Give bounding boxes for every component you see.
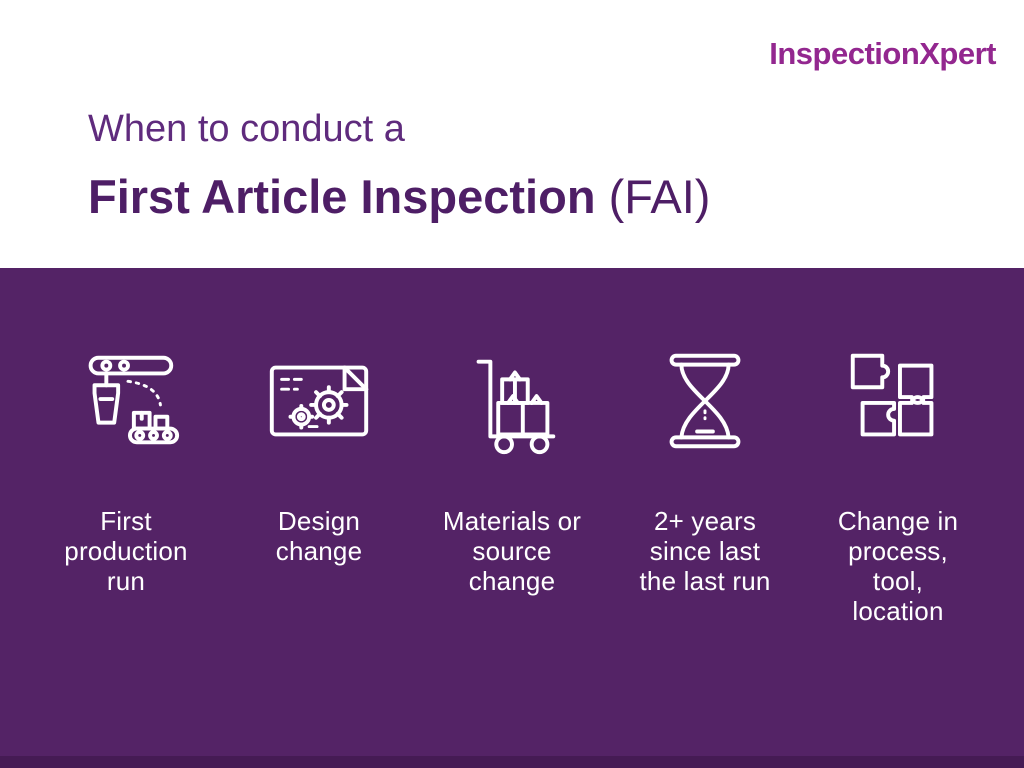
brand-logo: InspectionXpert xyxy=(769,36,996,71)
item-label: 2+ years since last the last run xyxy=(639,506,771,597)
item-label: Materials or source change xyxy=(442,506,582,597)
item-design-change: Design change xyxy=(223,340,415,627)
conveyor-production-icon xyxy=(67,340,185,462)
item-change-process-tool-location: Change in process, tool, location xyxy=(802,340,994,627)
hourglass-icon xyxy=(646,340,764,462)
puzzle-pieces-icon xyxy=(839,340,957,462)
heading-title: First Article Inspection (FAI) xyxy=(88,169,710,224)
page-heading: When to conduct a First Article Inspecti… xyxy=(88,108,710,224)
reasons-row: First production run xyxy=(0,268,1024,627)
item-label: First production run xyxy=(64,506,188,597)
item-label: Change in process, tool, location xyxy=(837,506,959,627)
heading-title-suffix: (FAI) xyxy=(595,170,711,223)
design-blueprint-gear-icon xyxy=(260,340,378,462)
heading-title-bold: First Article Inspection xyxy=(88,170,596,223)
footer-stripe xyxy=(0,756,1024,768)
item-materials-source-change: Materials or source change xyxy=(416,340,608,627)
materials-hand-truck-icon xyxy=(453,340,571,462)
item-two-plus-years: 2+ years since last the last run xyxy=(609,340,801,627)
heading-intro: When to conduct a xyxy=(88,108,405,150)
item-label: Design change xyxy=(275,506,363,567)
item-first-production-run: First production run xyxy=(30,340,222,627)
purple-panel: First production run xyxy=(0,268,1024,768)
